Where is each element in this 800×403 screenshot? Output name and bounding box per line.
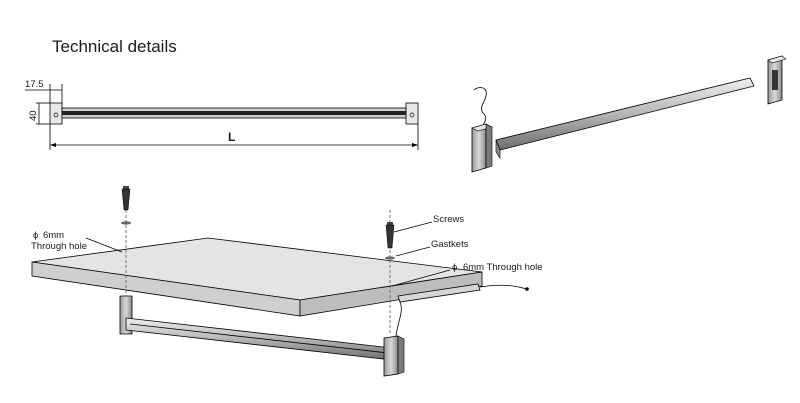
rail-3d <box>495 77 755 151</box>
left-screw <box>121 186 131 225</box>
gaskets-label: Gastkets <box>431 239 469 250</box>
phi-symbol-left: ϕ <box>33 230 38 241</box>
dimension-length: L <box>228 130 235 144</box>
dimension-offset: 17.5 <box>25 79 44 90</box>
isometric-view <box>471 55 787 173</box>
dimension-height: 40 <box>28 110 39 121</box>
hole-right-label: ϕ 6mm Through hole <box>452 262 543 273</box>
power-cable <box>473 87 487 127</box>
left-bracket <box>471 123 487 173</box>
phi-symbol-right: ϕ <box>452 262 457 273</box>
assembly-rail <box>125 317 393 361</box>
screws-label: Screws <box>433 214 464 225</box>
left-end-cap <box>49 102 63 125</box>
shelf-side <box>299 271 483 317</box>
page-title: Technical details <box>52 37 177 56</box>
right-end-cap <box>405 102 419 125</box>
assembly-view <box>31 186 529 377</box>
right-screw <box>385 222 395 260</box>
assembly-right-bracket <box>383 335 399 377</box>
front-view-drawing: 17.5 40 L <box>25 79 419 150</box>
right-gasket <box>385 256 395 260</box>
driver-box <box>397 283 481 303</box>
hole-left-label-line2: Through hole <box>31 241 87 252</box>
left-gasket <box>121 221 131 225</box>
hole-left-label: ϕ 6mm <box>33 230 64 241</box>
